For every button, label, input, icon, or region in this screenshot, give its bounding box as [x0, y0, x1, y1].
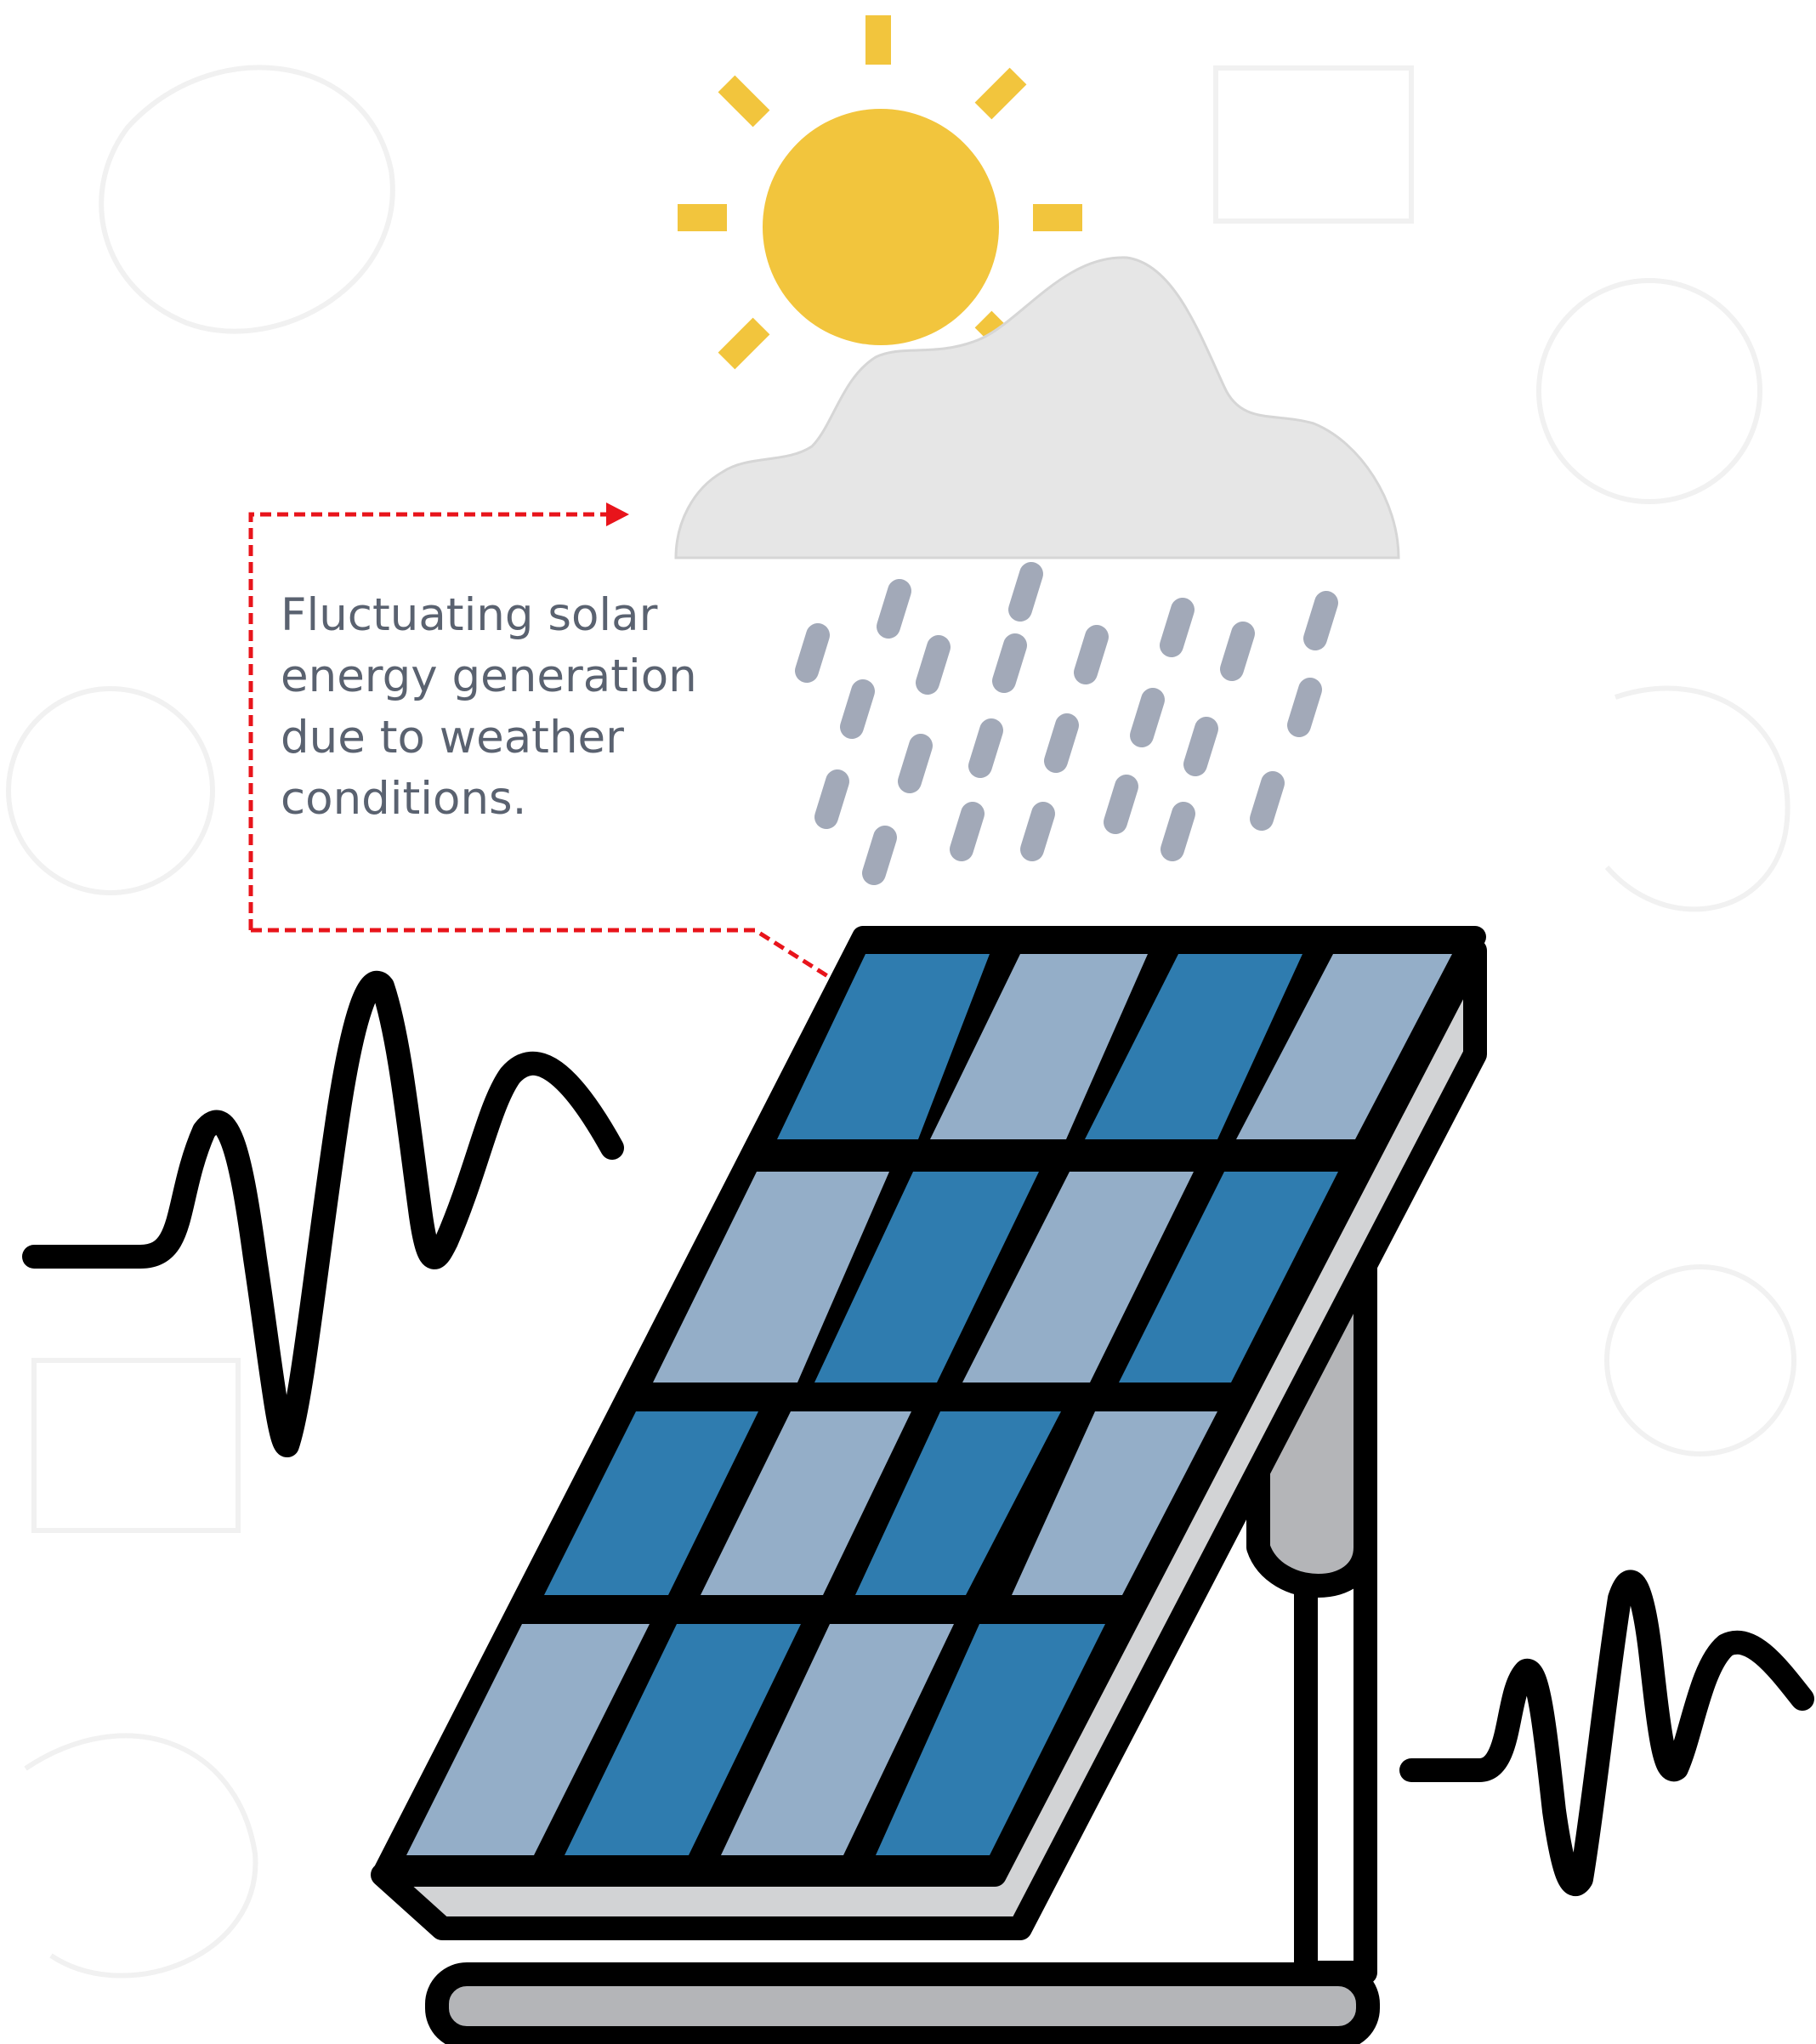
- cloud-icon: [674, 256, 1400, 559]
- solar-panel-icon: [371, 926, 1487, 2044]
- rain-icon: [795, 562, 1338, 885]
- background-pattern: [6, 65, 1796, 1979]
- caption-text: Fluctuating solar energy generation due …: [281, 585, 757, 830]
- caption-line: Fluctuating solar: [281, 589, 658, 641]
- caption-line: energy generation: [281, 650, 697, 702]
- waveform-icon: [1399, 1570, 1814, 1896]
- waveform-icon: [22, 971, 624, 1457]
- caption-line: conditions.: [281, 773, 527, 825]
- caption-line: due to weather: [281, 712, 624, 764]
